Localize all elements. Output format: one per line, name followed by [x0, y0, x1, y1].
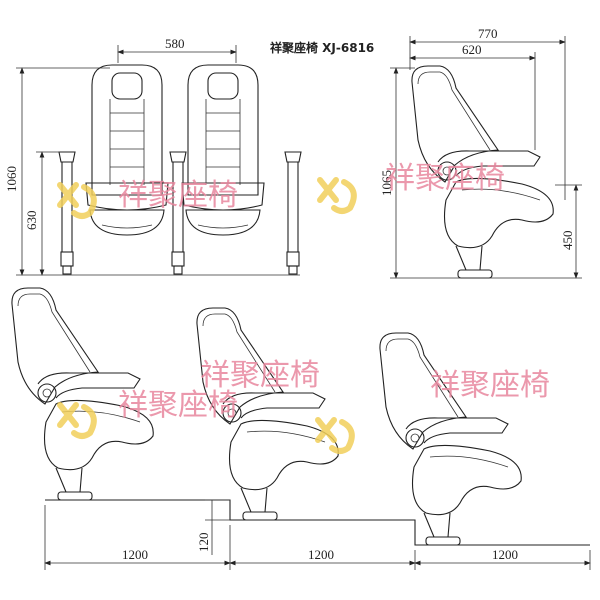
- dim-depth-total: 770: [478, 26, 498, 41]
- front-view: 580 1060 630: [4, 36, 302, 276]
- dim-armrest-height: 630: [24, 211, 39, 231]
- dim-step-height: 120: [196, 533, 211, 553]
- side-view: 770 620 1065 450: [379, 26, 582, 279]
- dim-total-height: 1060: [4, 166, 19, 192]
- watermark-1: 祥聚座椅: [60, 178, 238, 216]
- watermark-logo-icon: [60, 185, 94, 216]
- watermark-3: 祥聚座椅: [60, 388, 238, 436]
- svg-text:祥聚座椅: 祥聚座椅: [118, 388, 238, 423]
- watermark-2: 祥聚座椅: [320, 161, 505, 211]
- svg-text:祥聚座椅: 祥聚座椅: [118, 178, 238, 213]
- dim-row-spacing-3: 1200: [492, 547, 518, 562]
- dim-seat-spacing: 580: [165, 36, 185, 51]
- watermark-4: 祥聚座椅: [318, 368, 550, 451]
- watermark-5: 祥聚座椅: [200, 358, 320, 393]
- drawing-title: 祥聚座椅 XJ-6816: [270, 40, 374, 55]
- dim-side-height: 1065: [379, 170, 394, 196]
- svg-text:祥聚座椅: 祥聚座椅: [430, 368, 550, 403]
- dim-seat-height: 450: [560, 231, 575, 251]
- dim-row-spacing-1: 1200: [122, 547, 148, 562]
- watermark-logo-icon: [318, 420, 352, 451]
- dim-depth-folded: 620: [462, 42, 482, 57]
- watermark-logo-icon: [320, 180, 354, 211]
- watermark-logo-icon: [60, 405, 94, 436]
- svg-text:祥聚座椅: 祥聚座椅: [200, 358, 320, 393]
- svg-text:祥聚座椅: 祥聚座椅: [385, 161, 505, 196]
- tier-view: 1200 1200 1200 120: [11, 287, 591, 570]
- dim-row-spacing-2: 1200: [308, 547, 334, 562]
